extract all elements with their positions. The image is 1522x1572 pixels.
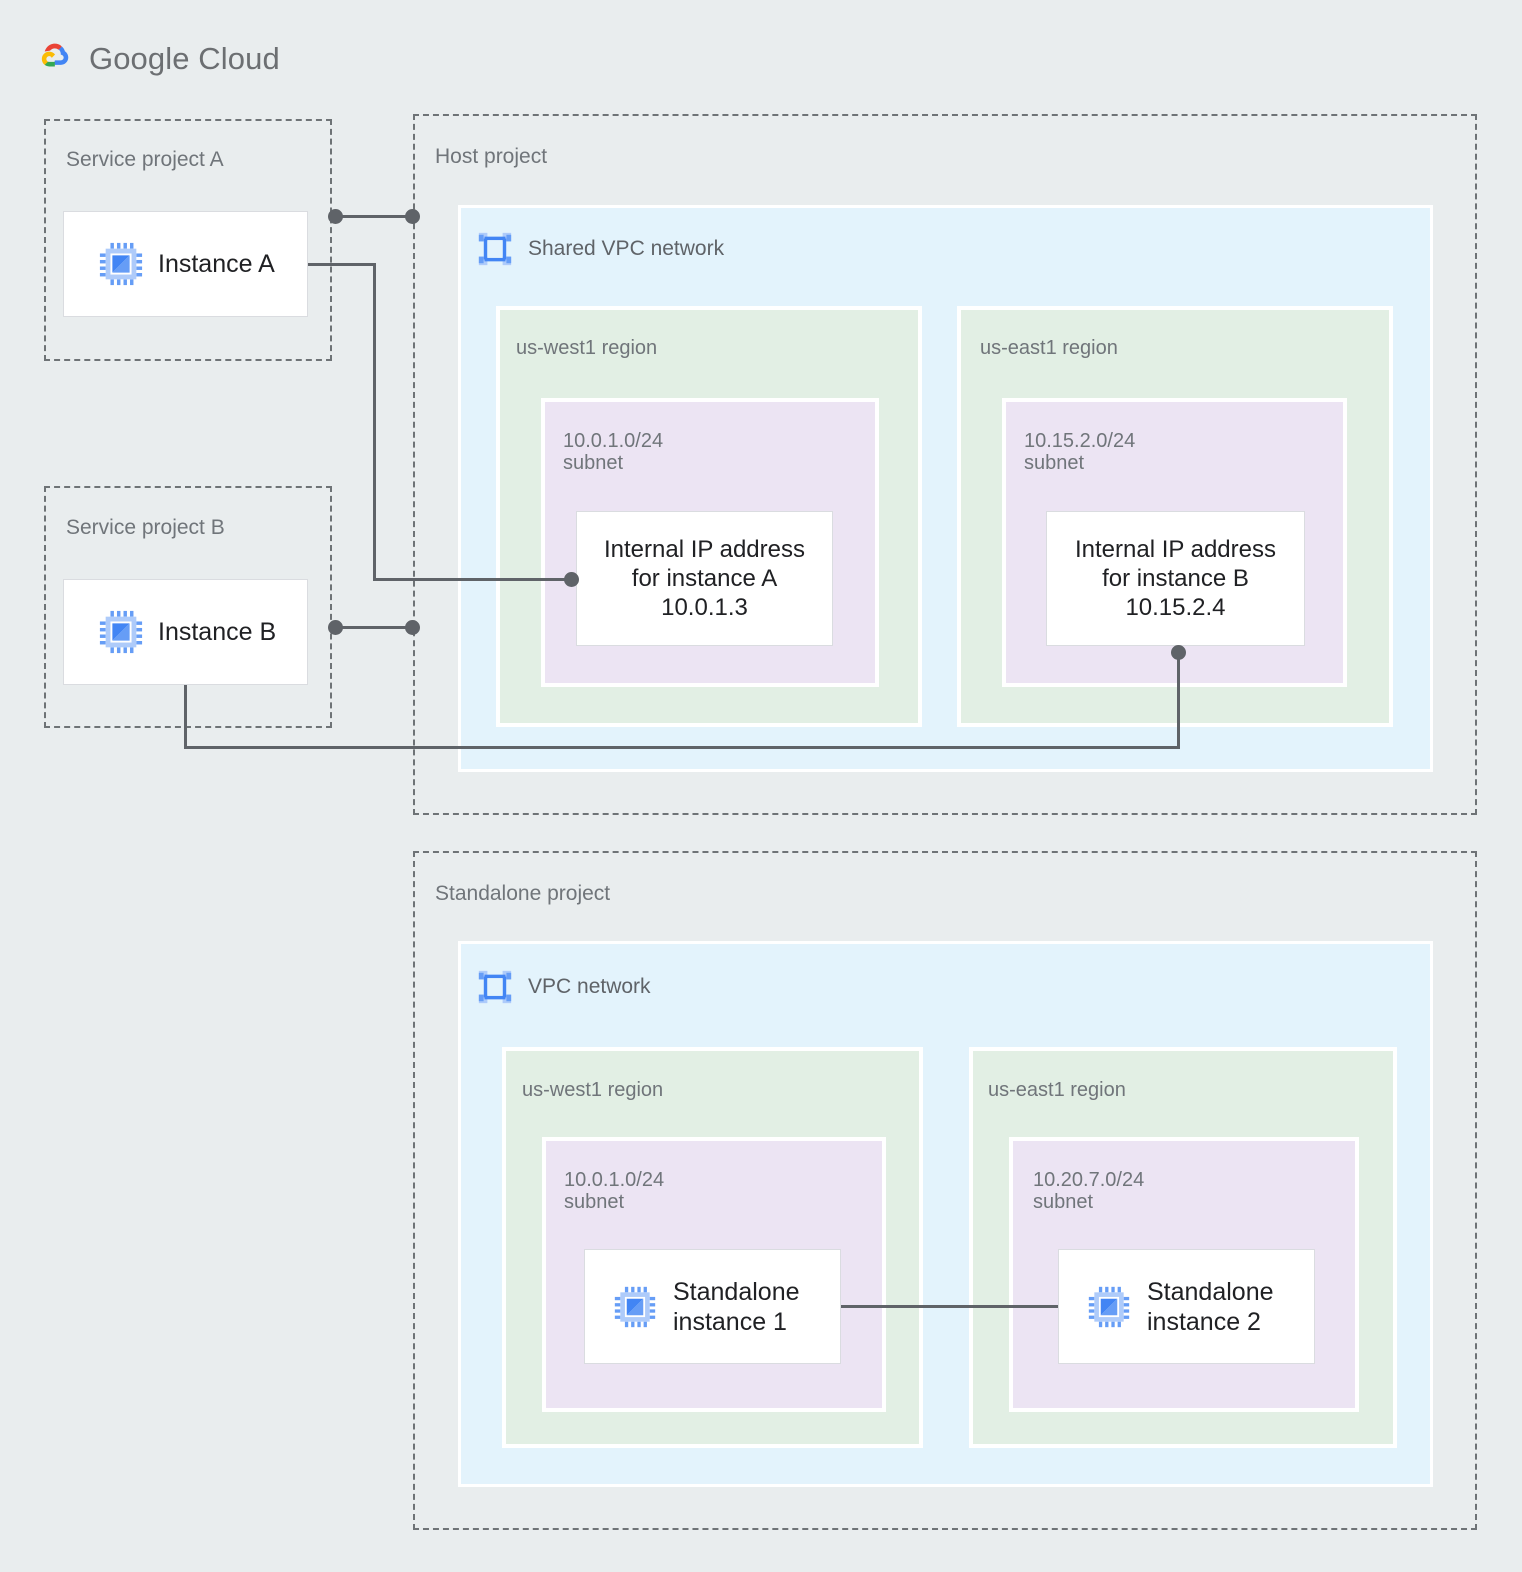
service-project-a-box [44,119,332,361]
connector-instance-b-seg2 [184,746,1180,749]
compute-instance-icon [98,609,144,655]
shared-vpc-network-title: Shared VPC network [528,237,725,260]
connector-instance-b-seg3 [1177,652,1180,747]
connector-dot-internal-ip-b [1171,645,1186,660]
standalone-project-label: Standalone project [435,882,611,905]
vpc-network-icon [476,230,514,268]
internal-ip-instance-b-card[interactable]: Internal IP address for instance B 10.15… [1046,511,1305,646]
internal-ip-instance-a-text: Internal IP address for instance A 10.0.… [603,535,805,622]
brand-name: Google Cloud [89,41,280,77]
google-cloud-logo-icon [35,38,77,80]
standalone-instance-1-label: Standalone instance 1 [673,1277,800,1336]
connector-instance-a-seg1 [308,263,376,266]
host-region-us-west1-label: us-west1 region [516,337,658,359]
instance-a-label: Instance A [158,250,275,278]
standalone-vpc-network-title: VPC network [528,975,651,998]
connector-dot-host-edge-a [405,209,420,224]
compute-instance-icon [98,241,144,287]
instance-a-card[interactable]: Instance A [63,211,308,317]
standalone-project-box [413,851,1477,1530]
standalone-instance-2-label: Standalone instance 2 [1147,1277,1274,1336]
connector-dot-service-a-edge [328,209,343,224]
internal-ip-instance-b-text: Internal IP address for instance B 10.15… [1074,535,1276,622]
vpc-network-icon [476,968,514,1006]
host-region-us-east1-label: us-east1 region [980,337,1118,359]
standalone-vpc-network-header: VPC network [476,968,651,1006]
standalone-region-us-east1-label: us-east1 region [988,1079,1126,1101]
internal-ip-instance-a-card[interactable]: Internal IP address for instance A 10.0.… [576,511,833,646]
standalone-region-us-west1-label: us-west1 region [522,1079,664,1101]
connector-instance-a-seg3 [373,578,575,581]
instance-b-label: Instance B [158,618,277,646]
connector-standalone-1-to-2 [841,1305,1058,1308]
compute-instance-icon [613,1285,657,1329]
host-project-box [413,114,1477,815]
compute-instance-icon [1087,1285,1131,1329]
connector-dot-internal-ip-a [564,572,579,587]
connector-dot-host-edge-b [405,620,420,635]
shared-vpc-network-header: Shared VPC network [476,230,724,268]
service-project-a-label: Service project A [66,148,224,171]
brand-name-light: Cloud [198,41,280,76]
service-project-b-label: Service project B [66,516,225,539]
connector-instance-a-seg2 [373,263,376,581]
google-cloud-logo: Google Cloud [35,38,280,80]
standalone-instance-1-card[interactable]: Standalone instance 1 [584,1249,841,1364]
host-subnet-10-15-2-0-label: 10.15.2.0/24 subnet [1024,430,1136,475]
instance-b-card[interactable]: Instance B [63,579,308,685]
host-subnet-10-0-1-0-label: 10.0.1.0/24 subnet [563,430,664,475]
brand-name-bold: Google [89,41,190,76]
standalone-instance-2-card[interactable]: Standalone instance 2 [1058,1249,1315,1364]
connector-service-a-to-host [335,215,413,218]
standalone-subnet-10-20-7-0-label: 10.20.7.0/24 subnet [1033,1169,1145,1214]
host-project-label: Host project [435,145,548,168]
service-project-b-box [44,486,332,728]
connector-service-b-to-host [335,626,413,629]
standalone-subnet-10-0-1-0-label: 10.0.1.0/24 subnet [564,1169,665,1214]
connector-dot-service-b-edge [328,620,343,635]
connector-instance-b-seg1 [184,685,187,749]
